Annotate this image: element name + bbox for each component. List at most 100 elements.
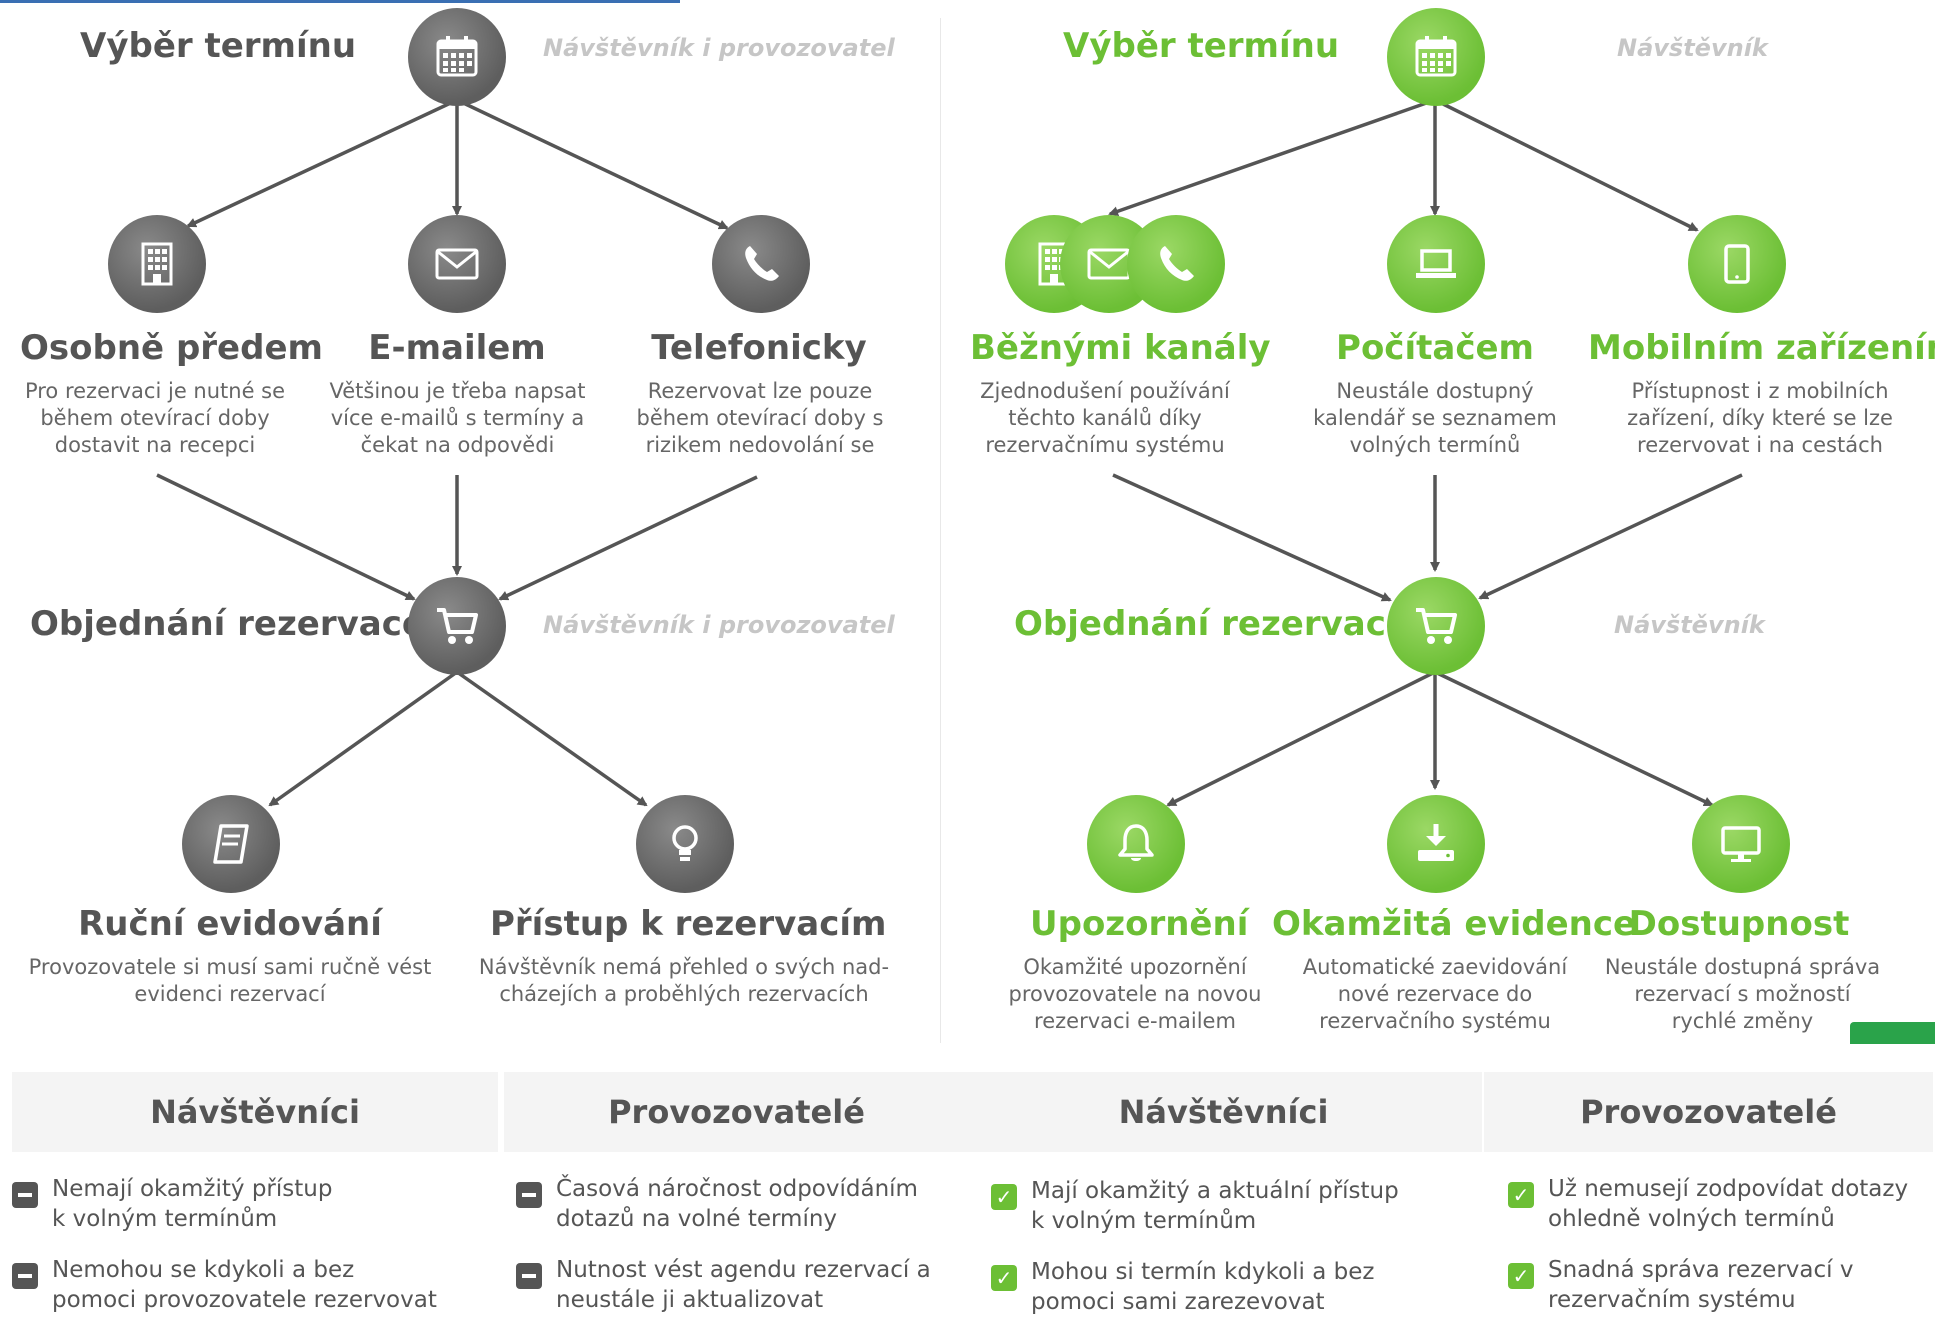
left-channel-title-2: E-mailem — [368, 328, 546, 368]
list-item: ✓ Mají okamžitý a aktuální přístup k vol… — [991, 1176, 1399, 1236]
corner-badge[interactable] — [1850, 1022, 1935, 1044]
check-icon: ✓ — [991, 1265, 1017, 1291]
arrow-right-top-to-bezne — [1108, 98, 1436, 217]
right-channel-tablet-circle — [1688, 215, 1786, 313]
column-header: Návštěvníci — [965, 1072, 1484, 1152]
table-column: Provozovatelé Časová náročnost odpovídán… — [504, 1072, 971, 1328]
top-accent-line — [0, 0, 680, 3]
list-item: ✓ Snadná správa rezervací v rezervačním … — [1508, 1255, 1853, 1315]
arrow-left-telefon-to-order — [498, 475, 758, 601]
minus-icon — [516, 1182, 542, 1208]
right-channel-title-2: Počítačem — [1336, 328, 1534, 368]
building-icon — [141, 242, 173, 286]
arrow-left-top-to-telefon — [456, 98, 729, 230]
left-channel-title-1: Osobně předem — [20, 328, 323, 368]
left-result-title-1: Ruční evidování — [78, 904, 382, 944]
right-result-title-1: Upozornění — [1030, 904, 1249, 944]
check-icon: ✓ — [991, 1184, 1017, 1210]
left-result-lightbulb-circle — [636, 795, 734, 893]
left-order-cart-circle — [408, 577, 506, 675]
list-item: Nemohou se kdykoli a bez pomoci provozov… — [12, 1255, 437, 1315]
left-order-title: Objednání rezervace — [30, 604, 425, 644]
right-order-tag: Návštěvník — [1614, 611, 1765, 639]
left-result-title-2: Přístup k rezervacím — [490, 904, 887, 944]
column-header: Provozovatelé — [504, 1072, 971, 1152]
minus-icon — [12, 1182, 38, 1208]
check-icon: ✓ — [1508, 1182, 1534, 1208]
arrow-right-mobil-to-order — [1478, 473, 1743, 600]
arrow-right-top-to-mobil — [1434, 98, 1699, 232]
list-item: ✓ Už nemusejí zodpovídat dotazy ohledně … — [1508, 1174, 1908, 1234]
arrow-right-bezne-to-order — [1112, 473, 1392, 602]
arrow-right-order-to-dostupnost — [1434, 670, 1714, 807]
cart-icon — [1416, 608, 1457, 644]
comparison-table: Návštěvníci Nemají okamžitý přístup k vo… — [12, 1072, 1935, 1328]
left-top-tag: Návštěvník i provozovatel — [543, 34, 895, 62]
left-result-notebook-circle — [182, 795, 280, 893]
left-top-calendar-circle — [408, 8, 506, 106]
left-channel-phone-circle — [712, 215, 810, 313]
download-icon — [1418, 824, 1454, 861]
arrow-right-order-to-upozorneni — [1166, 670, 1436, 807]
cart-icon — [437, 608, 478, 644]
list-item: Časová náročnost odpovídáním dotazů na v… — [516, 1174, 918, 1234]
calendar-icon — [1415, 36, 1457, 77]
minus-icon — [12, 1263, 38, 1289]
phone-icon — [745, 246, 779, 281]
column-header: Provozovatelé — [1484, 1072, 1935, 1152]
right-channel-phone-circle — [1127, 215, 1225, 313]
list-item: Nemají okamžitý přístup k volným termínů… — [12, 1174, 332, 1234]
monitor-icon — [1721, 826, 1761, 862]
list-item: ✓ Mohou si termín kdykoli a bez pomoci s… — [991, 1257, 1374, 1317]
arrow-left-order-to-rucni — [268, 670, 459, 807]
column-divider — [940, 18, 941, 1043]
arrow-left-osobne-to-order — [156, 473, 416, 601]
list-item: Nutnost vést agendu rezervací a neustále… — [516, 1255, 931, 1315]
right-result-title-2: Okamžitá evidence — [1272, 904, 1637, 944]
left-channel-building-circle — [108, 215, 206, 313]
right-order-title: Objednání rezervace — [1014, 604, 1409, 644]
right-result-bell-circle — [1087, 795, 1185, 893]
laptop-icon — [1416, 249, 1456, 278]
envelope-icon — [435, 248, 479, 280]
left-top-title: Výběr termínu — [80, 26, 357, 66]
left-result-desc-2: Návštěvník nemá přehled o svých nad-cház… — [478, 955, 890, 1006]
arrow-left-top-to-osobne — [186, 98, 458, 228]
notebook-icon — [213, 824, 249, 864]
arrow-left-order-to-pristup — [455, 670, 648, 807]
lightbulb-icon — [672, 825, 698, 861]
tablet-icon — [1724, 244, 1750, 284]
left-order-tag: Návštěvník i provozovatel — [543, 611, 895, 639]
right-result-download-circle — [1387, 795, 1485, 893]
right-channel-laptop-circle — [1387, 215, 1485, 313]
bell-icon — [1118, 824, 1154, 861]
right-top-calendar-circle — [1387, 8, 1485, 106]
table-column: Návštěvníci Nemají okamžitý přístup k vo… — [12, 1072, 500, 1328]
right-top-tag: Návštěvník — [1617, 34, 1768, 62]
right-channel-title-3: Mobilním zařízením — [1588, 328, 1935, 368]
calendar-icon — [436, 36, 478, 77]
left-channel-title-3: Telefonicky — [651, 328, 867, 368]
column-header: Návštěvníci — [12, 1072, 500, 1152]
right-channel-title-1: Běžnými kanály — [970, 328, 1271, 368]
right-result-monitor-circle — [1692, 795, 1790, 893]
minus-icon — [516, 1263, 542, 1289]
left-channel-email-circle — [408, 215, 506, 313]
table-column: Provozovatelé ✓ Už nemusejí zodpovídat d… — [1484, 1072, 1935, 1328]
phone-icon — [1160, 246, 1194, 281]
right-order-cart-circle — [1387, 577, 1485, 675]
right-top-title: Výběr termínu — [1063, 26, 1340, 66]
check-icon: ✓ — [1508, 1263, 1534, 1289]
right-result-title-3: Dostupnost — [1628, 904, 1850, 944]
